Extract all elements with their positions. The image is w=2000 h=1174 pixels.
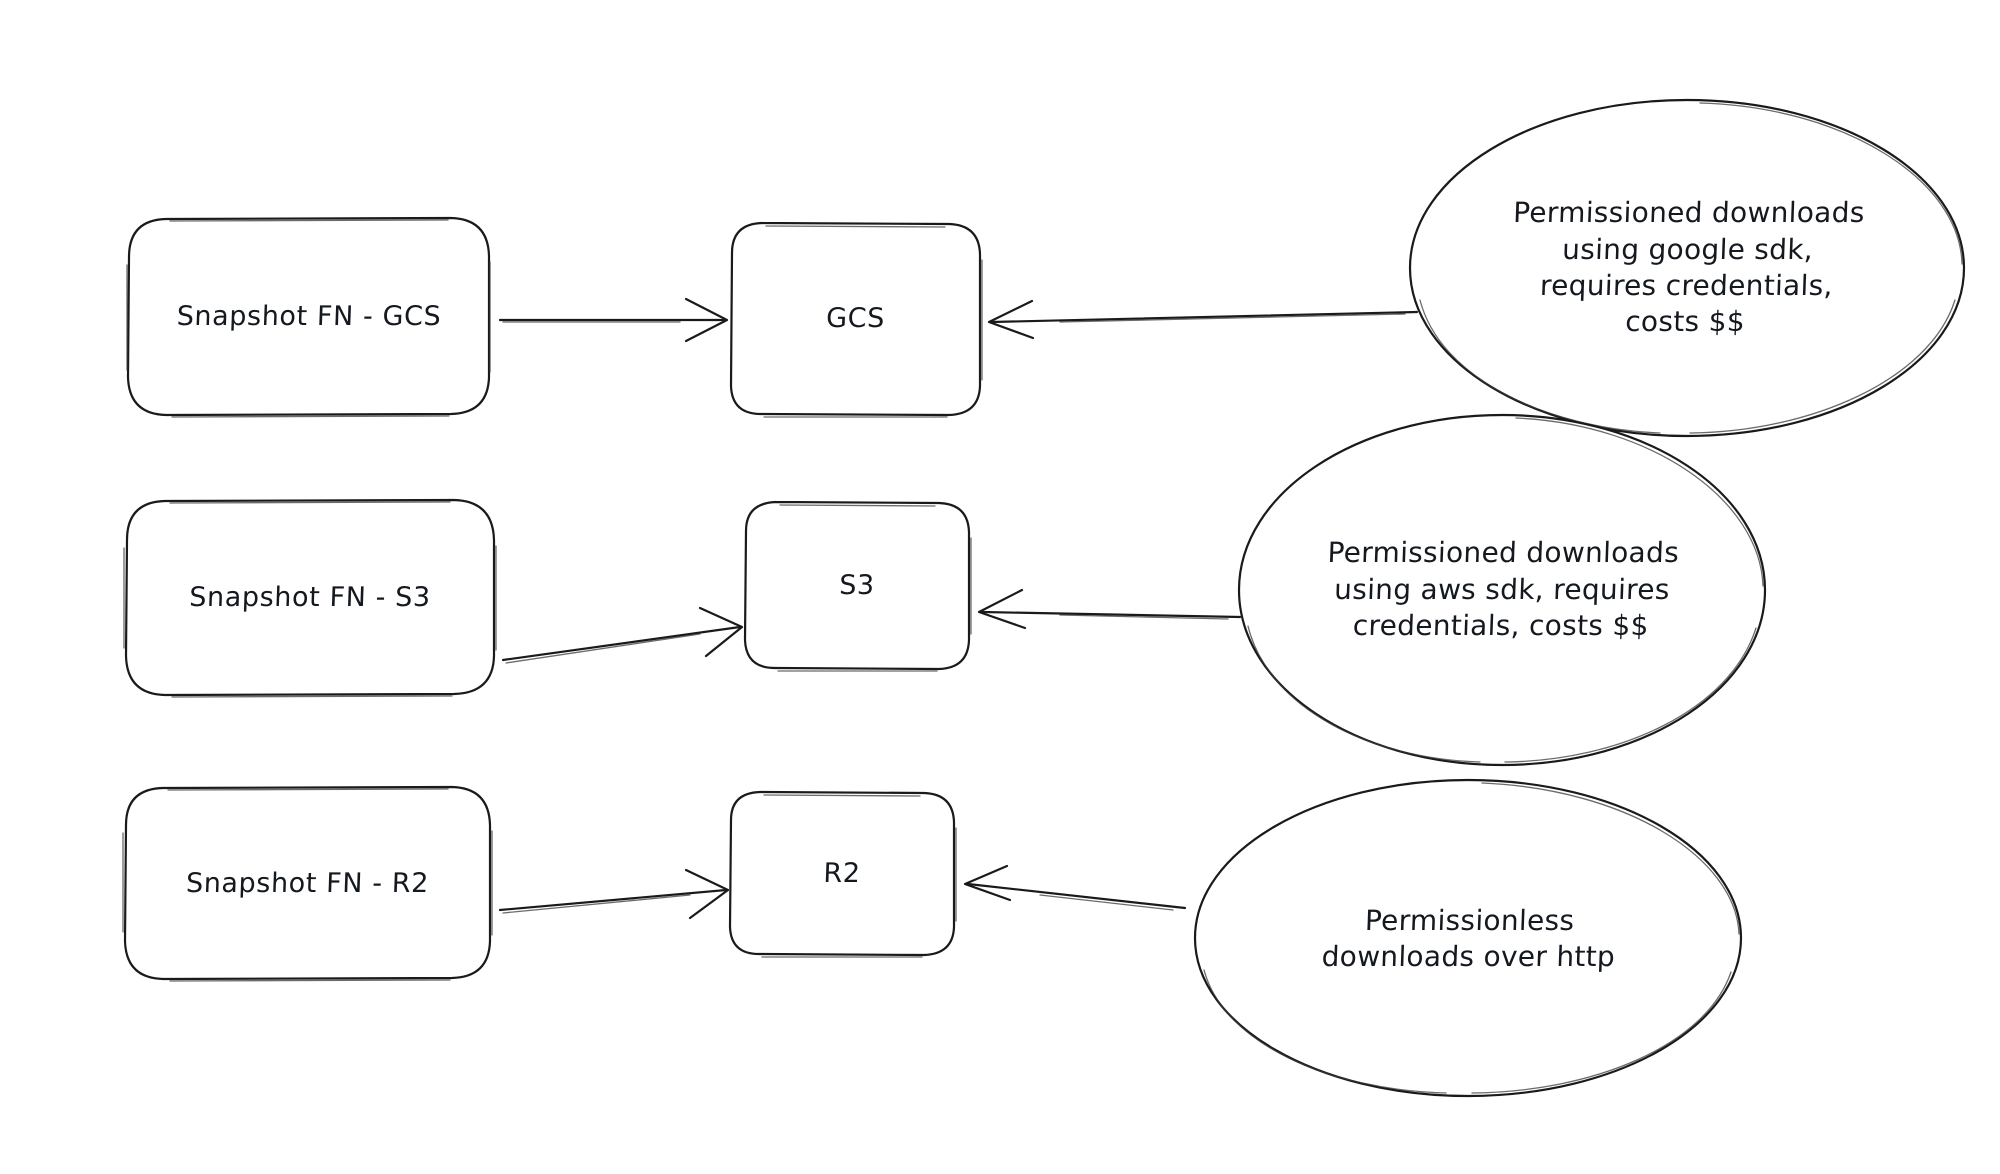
edge-note-r2-to-r2 xyxy=(963,864,1187,911)
edge-note-s3-to-s3 xyxy=(977,588,1242,630)
edge-note-gcs-to-gcs xyxy=(987,299,1419,340)
note-r2-ellipse xyxy=(1193,778,1743,1098)
edge-snapshot-s3-to-s3 xyxy=(501,606,744,664)
node-snapshot-fn-gcs[interactable] xyxy=(126,216,491,418)
node-gcs[interactable] xyxy=(729,221,983,418)
edge-snapshot-gcs-to-gcs xyxy=(498,297,729,343)
node-snapshot-fn-s3[interactable] xyxy=(123,498,497,698)
edge-snapshot-r2-to-r2 xyxy=(498,868,730,920)
note-s3-ellipse xyxy=(1237,413,1767,767)
node-r2[interactable] xyxy=(728,790,957,958)
node-snapshot-fn-r2[interactable] xyxy=(122,785,493,982)
node-s3[interactable] xyxy=(743,500,972,672)
note-gcs-ellipse xyxy=(1408,98,1966,438)
